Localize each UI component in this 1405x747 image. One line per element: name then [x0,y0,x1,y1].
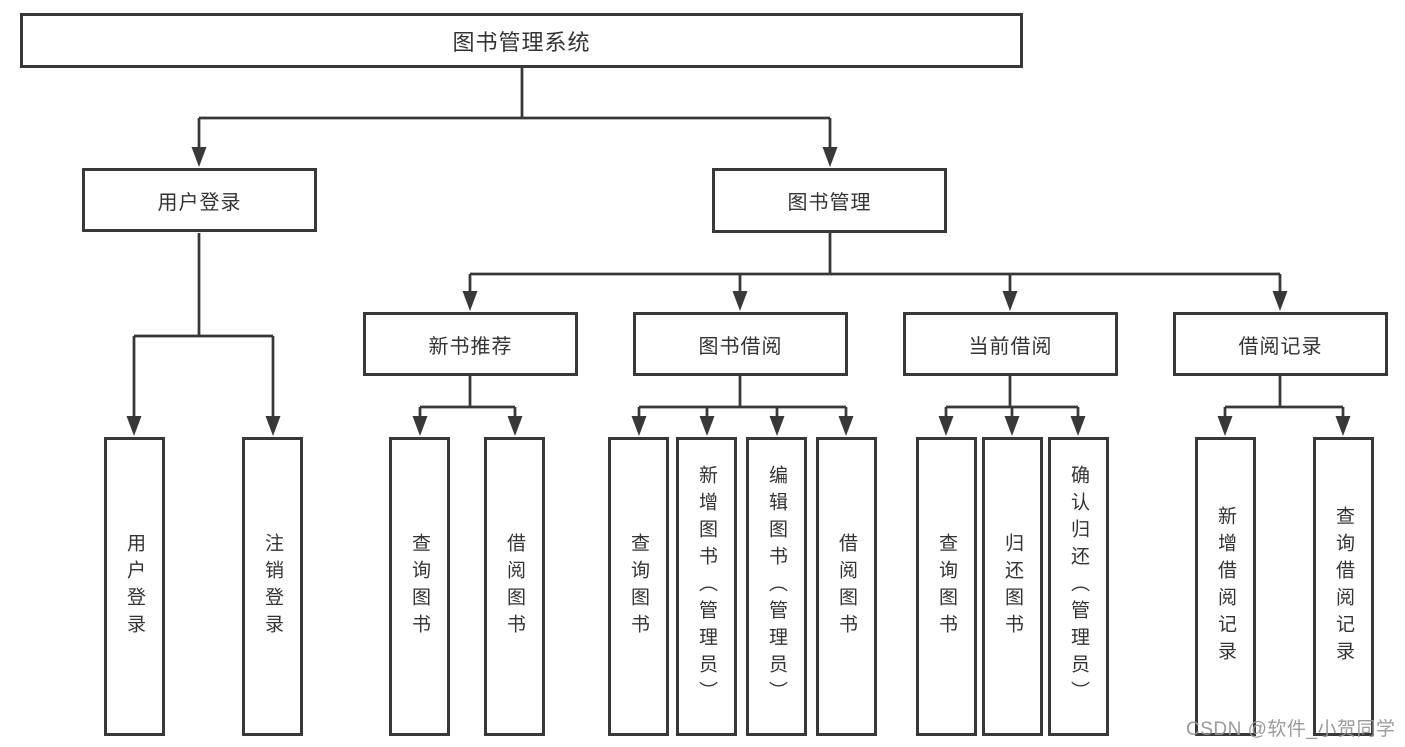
edge-newbook-to-leaves [418,376,517,417]
leaf-user-login: 用户登录 [104,437,165,736]
node-user-login-group: 用户登录 [82,168,317,232]
edge-userlogin-to-leaves [132,233,275,417]
leaf-newbook-query-books: 查询图书 [389,437,450,736]
edge-root-to-level2 [197,68,832,149]
node-current-borrow: 当前借阅 [903,312,1118,376]
leaf-borrow-books: 借阅图书 [816,437,877,736]
leaf-add-borrow-record: 新增借阅记录 [1195,437,1256,736]
node-book-management: 图书管理 [712,168,947,233]
leaf-current-query-books: 查询图书 [916,437,977,736]
node-borrow-records: 借阅记录 [1173,312,1388,376]
edge-bookborrow-to-leaves [637,376,848,417]
csdn-watermark: CSDN @软件_小贺同学 [1186,719,1396,740]
node-new-book-recommend: 新书推荐 [363,312,578,376]
leaf-query-borrow-record: 查询借阅记录 [1313,437,1374,736]
leaf-add-books-admin: 新增图书（管理员） [676,437,737,736]
leaf-edit-books-admin: 编辑图书（管理员） [746,437,807,736]
leaf-logout: 注销登录 [242,437,303,736]
edge-currentborrow-to-leaves [944,376,1080,417]
leaf-borrow-query-books: 查询图书 [608,437,669,736]
leaf-newbook-borrow-books: 借阅图书 [484,437,545,736]
edge-bookmgmt-to-level3 [468,233,1282,292]
node-book-borrow: 图书借阅 [633,312,848,376]
leaf-confirm-return-admin: 确认归还（管理员） [1048,437,1109,736]
edge-records-to-leaves [1223,376,1345,417]
leaf-return-books: 归还图书 [982,437,1043,736]
node-root-system: 图书管理系统 [20,13,1023,68]
